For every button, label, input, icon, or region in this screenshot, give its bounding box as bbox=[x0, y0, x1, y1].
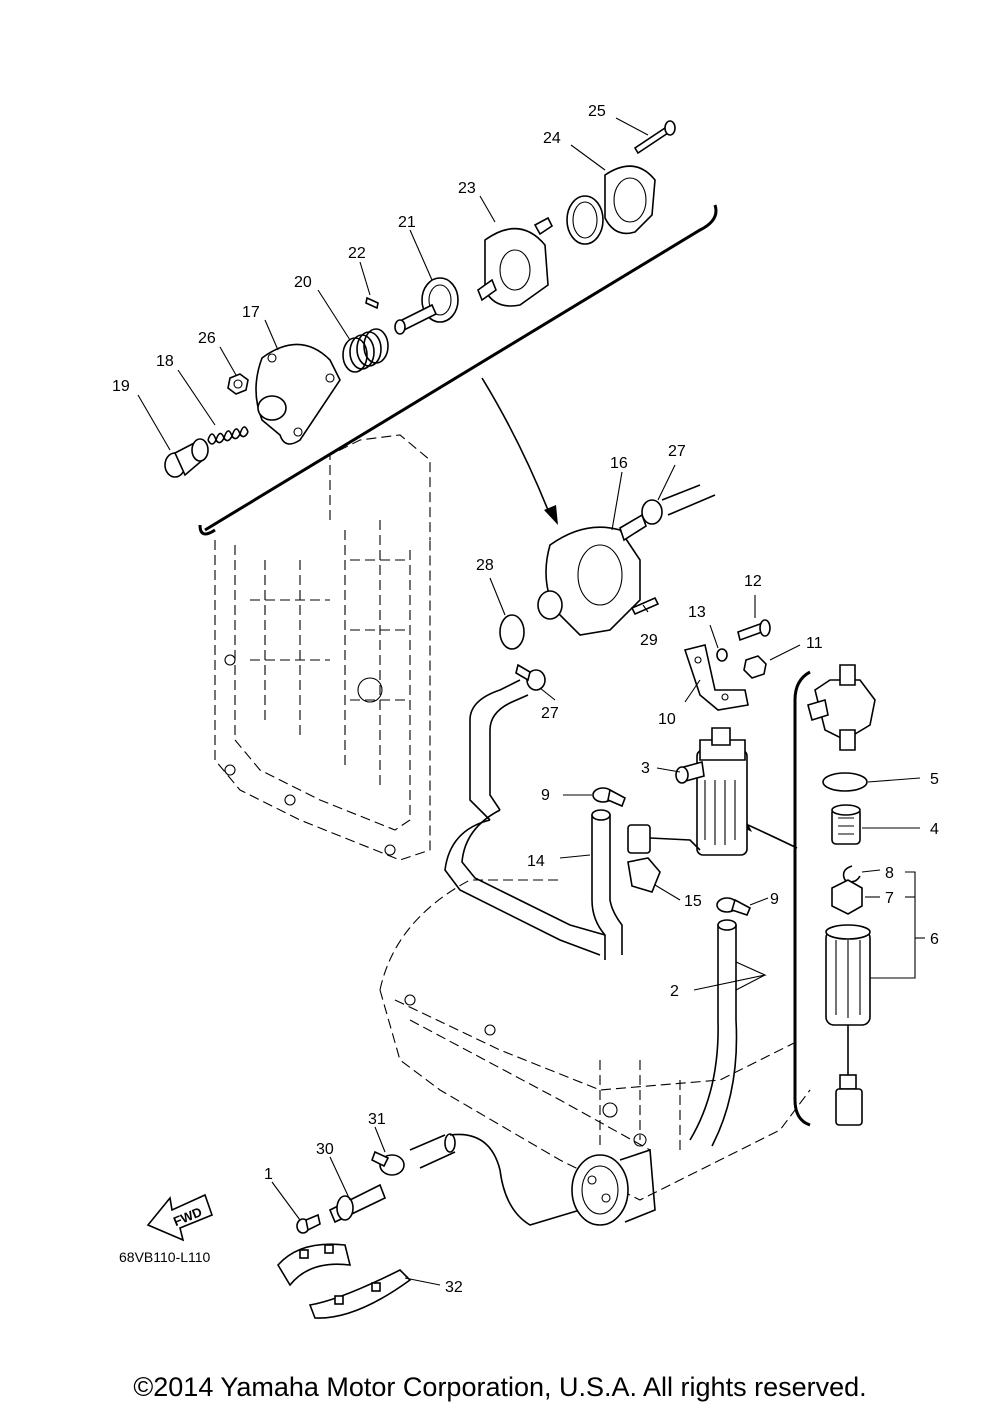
part-9-clamp-lower bbox=[716, 897, 752, 916]
label-part-27-lower: 27 bbox=[541, 705, 559, 722]
label-part-13: 13 bbox=[688, 604, 706, 621]
label-part-18: 18 bbox=[156, 353, 174, 370]
part-labels: 25 24 23 21 22 20 17 26 18 19 16 27 28 1… bbox=[112, 103, 939, 1296]
filter-head bbox=[807, 664, 876, 751]
label-part-6: 6 bbox=[930, 931, 939, 948]
part-18-spring bbox=[207, 426, 249, 445]
label-part-12: 12 bbox=[744, 573, 762, 590]
label-part-26: 26 bbox=[198, 330, 216, 347]
part-4-element bbox=[831, 804, 861, 845]
part-19-cap bbox=[164, 438, 209, 478]
label-part-20: 20 bbox=[294, 274, 312, 291]
part-27-clamp-upper bbox=[641, 484, 716, 525]
part-27-clamp-lower bbox=[515, 663, 546, 691]
hose-to-connector bbox=[409, 1133, 581, 1226]
connector-plug bbox=[627, 824, 701, 854]
label-part-24: 24 bbox=[543, 130, 561, 147]
label-part-14: 14 bbox=[527, 853, 545, 870]
label-part-7: 7 bbox=[885, 890, 894, 907]
label-part-27-upper: 27 bbox=[668, 443, 686, 460]
part-25-screw bbox=[633, 120, 676, 155]
part-17-housing bbox=[255, 343, 341, 445]
part-28-o-ring bbox=[499, 614, 525, 650]
exploded-view-bracket-upper bbox=[198, 204, 718, 536]
label-part-19: 19 bbox=[112, 378, 130, 395]
part-26-nut bbox=[227, 373, 249, 395]
label-part-29: 29 bbox=[640, 632, 658, 649]
part-21-diaphragm bbox=[394, 277, 459, 335]
exploded-arrow-head bbox=[544, 505, 558, 525]
label-part-16: 16 bbox=[610, 455, 628, 472]
part-9-clamp-upper bbox=[592, 787, 626, 808]
hose-pump-to-filter bbox=[469, 679, 529, 821]
label-part-1: 1 bbox=[264, 1166, 273, 1183]
part-23-body bbox=[477, 216, 554, 307]
label-part-21: 21 bbox=[398, 214, 416, 231]
label-part-4: 4 bbox=[930, 821, 939, 838]
part-14-hose bbox=[444, 809, 623, 960]
label-part-31: 31 bbox=[368, 1111, 386, 1128]
part-13-washer bbox=[716, 648, 728, 662]
engine-block-outline bbox=[214, 434, 431, 861]
part-11-nut bbox=[743, 655, 767, 679]
part-20-spring bbox=[342, 328, 389, 373]
label-part-3: 3 bbox=[641, 760, 650, 777]
label-part-9-lower: 9 bbox=[770, 891, 779, 908]
part-15-clip bbox=[627, 857, 661, 893]
part-22-pin bbox=[365, 296, 379, 310]
label-part-9-upper: 9 bbox=[541, 787, 550, 804]
part-31-clamp bbox=[370, 1150, 405, 1176]
label-part-32: 32 bbox=[445, 1279, 463, 1296]
exploded-arrow-line bbox=[481, 377, 551, 516]
label-part-8: 8 bbox=[885, 865, 894, 882]
part-5-o-ring bbox=[822, 772, 868, 792]
leader-lines bbox=[137, 117, 925, 1286]
part-8-clip bbox=[842, 865, 861, 883]
label-part-23: 23 bbox=[458, 180, 476, 197]
label-part-11: 11 bbox=[806, 635, 823, 652]
part-32-cover bbox=[277, 1243, 412, 1319]
part-30-joint bbox=[328, 1183, 387, 1224]
part-24-cover bbox=[604, 165, 656, 235]
part-10-bracket bbox=[683, 644, 749, 711]
part-12-bolt bbox=[737, 619, 771, 642]
part-2-hose bbox=[689, 919, 738, 1147]
copyright-notice: ©2014 Yamaha Motor Corporation, U.S.A. A… bbox=[133, 1372, 867, 1402]
label-part-22: 22 bbox=[348, 245, 366, 262]
part-16-fuel-pump bbox=[537, 513, 647, 636]
label-part-25: 25 bbox=[588, 103, 606, 120]
filter-pointer-line bbox=[747, 824, 798, 849]
label-part-30: 30 bbox=[316, 1141, 334, 1158]
label-part-17: 17 bbox=[242, 304, 260, 321]
label-part-2: 2 bbox=[670, 983, 679, 1000]
part-24-diaphragm-plate bbox=[566, 195, 604, 245]
part-7-nut bbox=[831, 879, 863, 915]
part-1-screw bbox=[296, 1213, 321, 1234]
part-3-fuel-filter bbox=[675, 727, 748, 856]
label-part-10: 10 bbox=[658, 711, 676, 728]
exploded-view-bracket-right bbox=[793, 670, 811, 1127]
part-6-bowl bbox=[825, 924, 871, 1126]
label-part-5: 5 bbox=[930, 771, 939, 788]
fwd-arrow: FWD bbox=[146, 1193, 214, 1242]
flywheel-gear bbox=[571, 1148, 656, 1226]
part-29-bolt bbox=[630, 596, 660, 616]
drawing-code: 68VB110-L110 bbox=[119, 1249, 211, 1265]
label-part-28: 28 bbox=[476, 557, 494, 574]
label-part-15: 15 bbox=[684, 893, 702, 910]
lower-cowling-outline bbox=[379, 879, 811, 1201]
